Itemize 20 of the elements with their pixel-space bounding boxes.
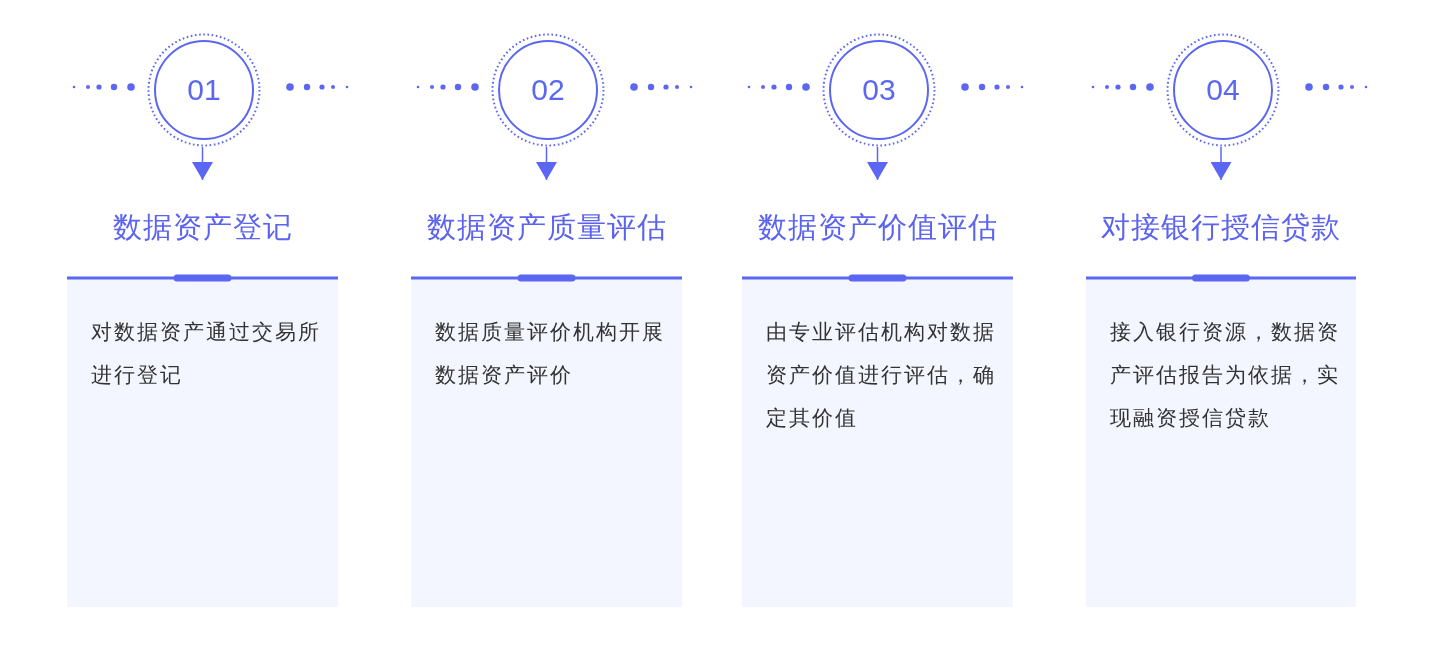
step-circle [1166,33,1280,147]
step-circle [822,33,936,147]
arrow [867,146,888,181]
step-description: 对数据资产通过交易所进行登记 [91,319,322,389]
step-title: 数据资产登记 [111,209,294,246]
step-description: 数据质量评价机构开展数据资产评价 [435,319,666,389]
step-description: 由专业评估机构对数据资产价值进行评估，确定其价值 [766,319,997,432]
arrow [1210,146,1232,181]
step-circle [491,33,605,147]
step-number: 02 [531,73,565,107]
step-number: 03 [862,73,896,107]
step-number: 01 [187,73,221,107]
arrow [192,146,213,181]
step-title: 数据资产价值评估 [756,209,999,246]
step-description: 接入银行资源，数据资产评估报告为依据，实现融资授信贷款 [1110,319,1341,432]
step-title: 数据资产质量评估 [425,209,668,246]
arrow [536,146,557,181]
step-title: 对接银行授信贷款 [1100,209,1342,246]
step-number: 04 [1206,73,1240,107]
step-circle [147,33,261,147]
